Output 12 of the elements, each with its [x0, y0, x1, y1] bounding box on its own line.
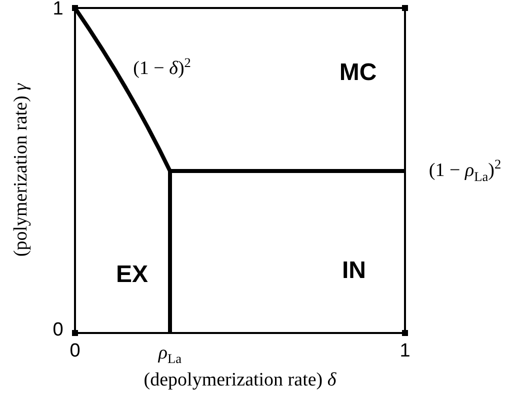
axis-tick-label: 0 — [70, 342, 80, 362]
axis-title: (polymerization rate) γ — [12, 83, 32, 257]
region-label: MC — [339, 60, 377, 86]
curve-label: (1 − δ)$^{2}$ — [133, 56, 191, 80]
axis-tick-label: 1 — [52, 0, 64, 20]
axis-tick-label: ρ$_{La}$ — [158, 343, 182, 367]
region-label: EX — [116, 262, 148, 288]
axis-tick-label: 1 — [400, 342, 410, 362]
axis-title: (depolymerization rate) δ — [144, 370, 336, 392]
boundary-label: (1 − ρ$_{La}$)$^{2}$ — [428, 158, 502, 184]
region-label: IN — [342, 258, 366, 284]
axis-tick-label: 0 — [52, 320, 64, 342]
